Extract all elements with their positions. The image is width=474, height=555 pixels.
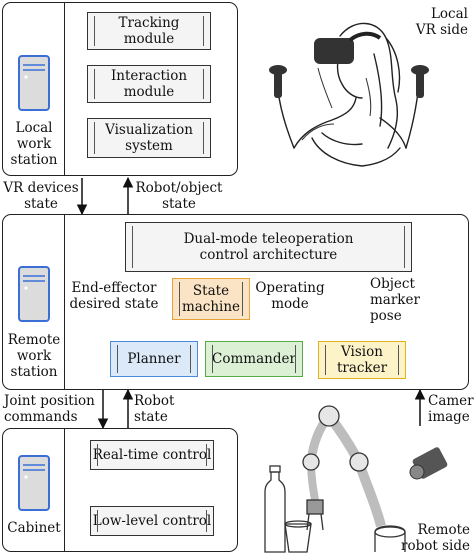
object-marker-pose-label: Object marker pose [370, 276, 420, 324]
planner-box: Planner [110, 341, 198, 377]
camera-image-label: Camera image [428, 393, 474, 425]
operating-mode-label: Operating mode [255, 280, 325, 312]
commander-box: Commander [205, 341, 303, 377]
robot-scene-illustration [264, 405, 448, 553]
robot-object-state-label: Robot/object state [135, 180, 223, 212]
lowlevel-control-box: Low-level control [90, 506, 214, 536]
local-station-label: Local work station [10, 120, 58, 168]
end-effector-label: End-effector desired state [69, 280, 159, 312]
teleoperation-architecture: Dual-mode teleoperation control architec… [125, 222, 412, 272]
computer-icon [18, 55, 50, 111]
cabinet-divider [64, 429, 65, 551]
computer-icon [18, 455, 50, 511]
remote-robot-side-label: Remote robot side [401, 522, 470, 554]
vr-devices-state-label: VR devices state [3, 180, 79, 212]
remote-station-label: Remote work station [7, 332, 61, 380]
cabinet-label: Cabinet [7, 520, 61, 536]
state-machine-box: State machine [172, 278, 250, 320]
tracking-module: Tracking module [87, 12, 211, 50]
visualization-system: Visualization system [87, 118, 211, 158]
vision-tracker-box: Vision tracker [318, 341, 406, 379]
computer-icon [18, 266, 50, 322]
joint-position-commands-label: Joint position commands [4, 393, 95, 425]
remote-station-divider [64, 215, 65, 389]
local-station-divider [64, 3, 65, 175]
vr-user-illustration [269, 22, 429, 167]
realtime-control-box: Real-time control [90, 440, 214, 470]
robot-state-label: Robot state [134, 393, 175, 425]
local-vr-side-label: Local VR side [415, 6, 468, 38]
interaction-module: Interaction module [87, 65, 211, 103]
